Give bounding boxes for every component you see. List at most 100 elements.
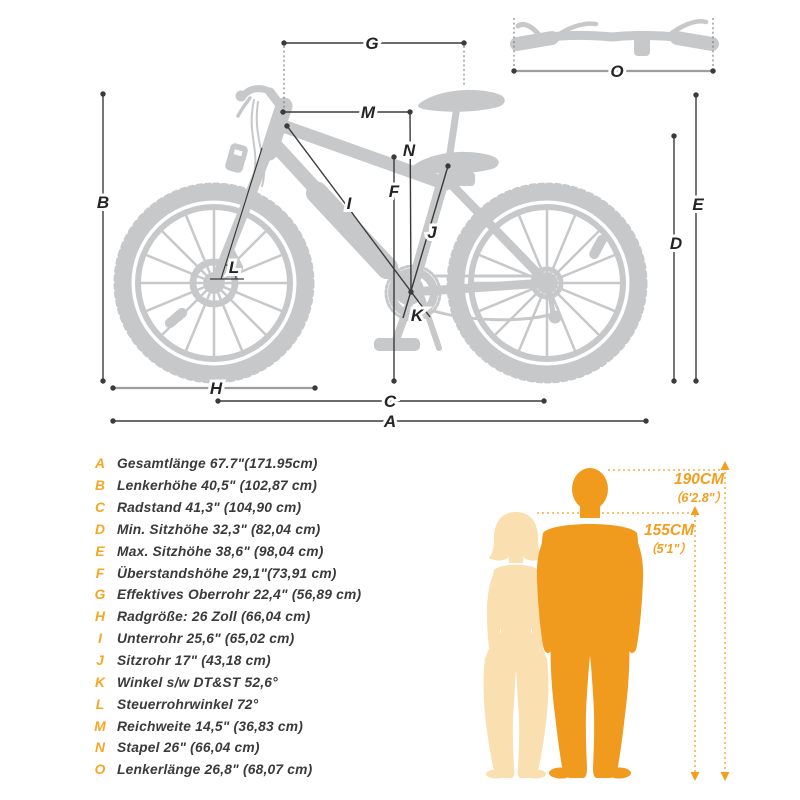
spec-letter: O — [94, 762, 106, 778]
spec-text: Stapel 26" (66,04 cm) — [117, 740, 260, 756]
label-g: G — [365, 34, 378, 53]
label-e: E — [692, 195, 704, 214]
label-d: D — [670, 234, 682, 253]
chainring-teeth — [384, 264, 442, 322]
label-b: B — [97, 193, 109, 212]
spec-letter: A — [95, 456, 105, 472]
dimension-lines: B G M N F I J — [94, 31, 707, 434]
seat-stay — [442, 175, 551, 287]
spec-letter: E — [95, 543, 105, 559]
arrow-down-icon — [720, 772, 730, 781]
saddle-max-position — [418, 89, 505, 112]
spec-text: Steuerrohrwinkel 72° — [117, 696, 259, 712]
label-c: C — [384, 392, 397, 411]
left-horn — [515, 21, 543, 39]
cassette — [530, 266, 564, 300]
spec-row-m: M Reichweite 14,5" (36,83 cm) — [86, 715, 436, 737]
male-legs — [550, 618, 630, 778]
left-grip — [510, 31, 559, 51]
l-steering-axis — [220, 147, 263, 280]
spec-letter: B — [95, 478, 105, 494]
brake-lever — [236, 96, 252, 118]
top-tube — [276, 119, 453, 191]
spec-row-e: E Max. Sitzhöhe 38,6" (98,04 cm) — [86, 540, 436, 562]
dimension-line-n — [409, 111, 412, 293]
kickstand — [419, 295, 442, 351]
spec-text: Lenkerlänge 26,8" (68,07 cm) — [117, 762, 313, 778]
spec-letter: H — [95, 609, 105, 625]
label-n: N — [403, 141, 416, 160]
label-o: O — [610, 62, 623, 81]
dimension-line-j — [402, 165, 449, 319]
spec-row-b: B Lenkerhöhe 40,5" (102,87 cm) — [86, 475, 436, 497]
arrow-up-icon — [690, 506, 700, 515]
brake-cable — [250, 99, 257, 181]
bike-silhouette — [116, 85, 645, 381]
tall-height-cm: 190CM — [674, 471, 725, 488]
shift-cable — [255, 101, 266, 187]
female-legs — [483, 658, 549, 778]
spec-text: Gesamtlänge 67.7"(171.95cm) — [117, 456, 318, 472]
grip — [235, 90, 247, 102]
derailleur-pulley — [548, 310, 562, 324]
stem-clamp — [634, 34, 650, 56]
spec-text: Überstandshöhe 29,1"(73,91 cm) — [117, 565, 337, 581]
height-guides: 190CM （6'2.8"） 155CM （5'1"） — [537, 461, 730, 781]
label-l: L — [229, 258, 239, 277]
female-foot — [486, 769, 506, 779]
spec-letter: M — [94, 718, 106, 734]
female-left-arm — [487, 568, 503, 673]
male-figure — [536, 468, 644, 779]
spec-row-g: G Effektives Oberrohr 22,4" (56,89 cm) — [86, 584, 436, 606]
spec-row-o: O Lenkerlänge 26,8" (68,07 cm) — [86, 759, 436, 781]
label-a: A — [383, 412, 396, 431]
spec-letter: D — [95, 521, 105, 537]
spec-text: Winkel s/w DT&ST 52,6° — [117, 674, 278, 690]
spec-text: Unterrohr 25,6" (65,02 cm) — [117, 631, 295, 647]
male-torso — [541, 524, 639, 624]
right-brake-lever — [665, 19, 709, 39]
spec-row-l: L Steuerrohrwinkel 72° — [86, 693, 436, 715]
spec-letter: G — [94, 587, 106, 603]
label-h: H — [210, 379, 223, 398]
male-neck — [580, 502, 600, 518]
spec-text: Lenkerhöhe 40,5" (102,87 cm) — [117, 478, 318, 494]
spec-letter: L — [95, 696, 105, 712]
female-neck — [509, 549, 523, 563]
arrow-down-icon — [690, 772, 700, 781]
short-height-ft: （5'1"） — [644, 541, 692, 556]
spec-text: Reichweite 14,5" (36,83 cm) — [117, 718, 304, 734]
handlebar-inset: O — [510, 18, 719, 84]
short-height-cm: 155CM — [644, 522, 695, 539]
spec-text: Max. Sitzhöhe 38,6" (98,04 cm) — [117, 543, 324, 559]
chainring — [388, 268, 438, 318]
female-figure — [483, 512, 549, 779]
pedal — [374, 338, 420, 351]
spec-text: Min. Sitzhöhe 32,3" (82,04 cm) — [117, 521, 321, 537]
arrow-up-icon — [720, 461, 730, 470]
spec-letter: C — [95, 500, 105, 516]
label-k: K — [411, 306, 425, 325]
female-foot — [526, 769, 546, 779]
rider-height-chart: 190CM （6'2.8"） 155CM （5'1"） — [483, 461, 730, 781]
spec-text: Radstand 41,3" (104,90 cm) — [117, 500, 302, 516]
right-grip — [670, 31, 719, 51]
label-i: I — [347, 194, 353, 213]
spec-text: Effektives Oberrohr 22,4" (56,89 cm) — [117, 587, 362, 603]
male-head — [572, 468, 608, 510]
spec-row-d: D Min. Sitzhöhe 32,3" (82,04 cm) — [86, 519, 436, 541]
dimension-line-i — [286, 125, 431, 318]
fork — [210, 144, 274, 287]
male-foot — [549, 767, 573, 779]
label-f: F — [389, 182, 400, 201]
rear-reflector — [589, 234, 607, 260]
spec-row-c: C Radstand 41,3" (104,90 cm) — [86, 497, 436, 519]
tall-height-ft: （6'2.8"） — [669, 490, 727, 505]
left-brake-lever — [553, 21, 599, 40]
